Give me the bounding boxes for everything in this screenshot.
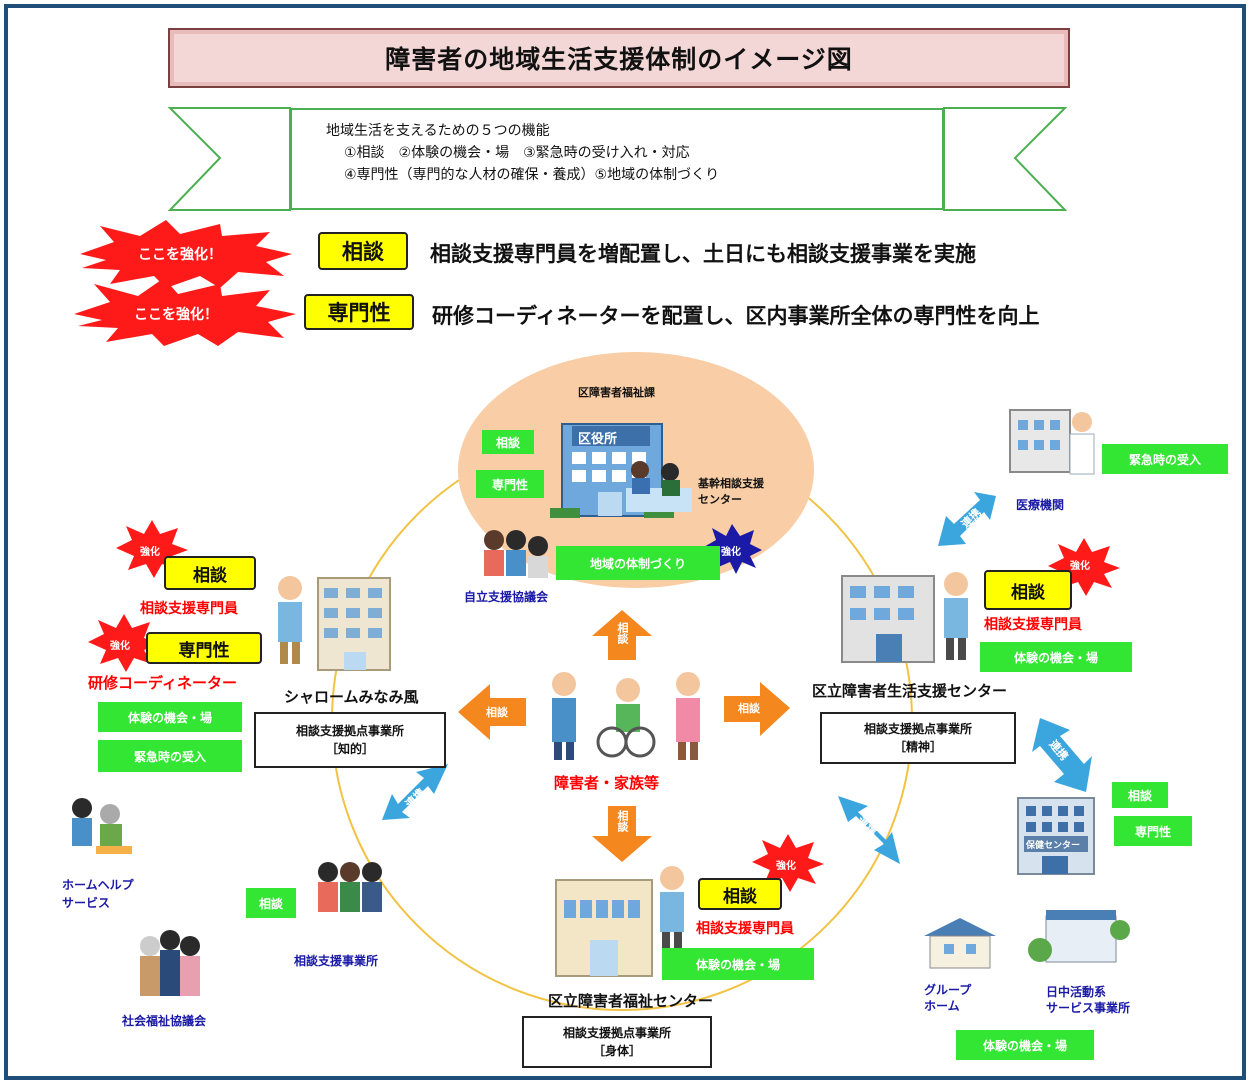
left-experience-button: 体験の機会・場 <box>98 702 242 732</box>
hospital-label: 医療機関 <box>1016 498 1065 512</box>
bottom-base-title: 相談支援拠点事業所 <box>562 1026 671 1040</box>
arrow-down-label: 相談 <box>616 810 629 832</box>
right-tag-consult: 相談 <box>984 570 1072 610</box>
reinforce-burst-1-label: ここを強化！ <box>138 247 222 263</box>
bottom-base-box: 相談支援拠点事業所 ［身体］ <box>522 1016 712 1068</box>
home-help-label: ホームヘルプ サービス <box>62 876 134 912</box>
bottom-experience-button: 体験の機会・場 <box>662 948 814 980</box>
consult-office-button: 相談 <box>246 888 296 918</box>
home-help-line-2: サービス <box>62 896 111 910</box>
base-center-label: 基幹相談支援センター <box>698 477 764 506</box>
health-center-building <box>1017 797 1095 875</box>
right-facility-building <box>841 572 968 663</box>
bottom-badge: 強化 <box>776 861 796 872</box>
arrow-up-label: 相談 <box>616 622 629 644</box>
council-people <box>484 530 548 578</box>
left-tag-expert: 専門性 <box>146 632 262 664</box>
right-experience-button-2: 体験の機会・場 <box>956 1030 1094 1060</box>
welfare-council-people <box>140 930 200 996</box>
reinforce-text-2: 研修コーディネーターを配置し、区内事業所全体の専門性を向上 <box>432 304 1040 328</box>
day-service-line-2: サービス事業所 <box>1046 1001 1131 1015</box>
left-badge-1: 強化 <box>140 547 160 558</box>
left-base-type: ［知的］ <box>325 742 374 756</box>
functions-line-2: ④専門性（専門的な人材の確保・養成）⑤地域の体制づくり <box>344 167 720 183</box>
base-center-people <box>626 461 692 512</box>
day-service-line-1: 日中活動系 <box>1046 985 1107 999</box>
hospital-emergency-button: 緊急時の受入 <box>1102 444 1228 474</box>
left-emergency-button: 緊急時の受入 <box>98 740 242 772</box>
right-experience-button: 体験の機会・場 <box>980 642 1132 672</box>
home-help-line-1: ホームヘルプ <box>62 878 134 892</box>
office-sign: 区役所 <box>578 432 618 447</box>
center-consult-button: 相談 <box>482 430 534 454</box>
right-base-type: ［精神］ <box>893 740 942 754</box>
day-service-label: 日中活動系 サービス事業所 <box>1046 984 1130 1016</box>
arrow-left-label: 相談 <box>486 706 508 719</box>
hospital-building <box>1009 409 1095 475</box>
right-base-title: 相談支援拠点事業所 <box>863 722 972 736</box>
group-home-building <box>924 918 996 969</box>
left-facility-building <box>278 576 391 671</box>
persons-illustration <box>552 672 700 760</box>
right-facility-name: 区立障害者生活支援センター <box>812 682 1008 700</box>
health-consult-button: 相談 <box>1112 782 1168 808</box>
page-title: 障害者の地域生活支援体制のイメージ図 <box>168 28 1070 88</box>
right-staff-consult: 相談支援専門員 <box>984 617 1082 633</box>
self-support-council-label: 自立支援協議会 <box>464 590 549 604</box>
left-tag-consult: 相談 <box>164 556 256 590</box>
bottom-facility-name: 区立障害者福祉センター <box>548 992 714 1010</box>
right-badge: 強化 <box>1070 561 1090 572</box>
bottom-staff-consult: 相談支援専門員 <box>696 921 794 937</box>
tag-consult: 相談 <box>318 232 408 270</box>
day-service-building <box>1028 910 1130 963</box>
left-badge-2: 強化 <box>110 641 130 652</box>
home-help-people <box>72 798 132 854</box>
center-expert-button: 専門性 <box>476 470 544 498</box>
group-home-line-2: ホーム <box>924 999 960 1013</box>
community-button: 地域の体制づくり <box>556 546 720 580</box>
right-base-box: 相談支援拠点事業所 ［精神］ <box>820 712 1016 764</box>
persons-label: 障害者・家族等 <box>554 774 660 792</box>
functions-line-1: ①相談 ②体験の機会・場 ③緊急時の受け入れ・対応 <box>344 145 690 161</box>
reinforce-text-1: 相談支援専門員を増配置し、土日にも相談支援事業を実施 <box>430 242 976 266</box>
left-facility-name: シャロームみなみ風 <box>284 688 419 706</box>
welfare-council-label: 社会福祉協議会 <box>122 1014 207 1028</box>
dept-label: 区障害者福祉課 <box>578 386 655 399</box>
group-home-label: グループ ホーム <box>924 982 971 1014</box>
outer-frame <box>4 4 1246 1080</box>
tag-expertise: 専門性 <box>304 294 414 330</box>
arrow-right-label: 相談 <box>738 702 760 715</box>
reinforce-burst-2-label: ここを強化！ <box>134 307 218 323</box>
consult-office-label: 相談支援事業所 <box>294 954 379 968</box>
reinforce-bursts <box>74 220 296 346</box>
left-staff-consult: 相談支援専門員 <box>140 601 238 617</box>
group-home-line-1: グループ <box>924 983 972 997</box>
left-staff-expert: 研修コーディネーター <box>88 674 237 692</box>
center-reinforce-badge: 強化 <box>721 547 741 558</box>
left-base-title: 相談支援拠点事業所 <box>295 724 404 738</box>
left-base-box: 相談支援拠点事業所 ［知的］ <box>254 712 446 768</box>
health-center-sign: 保健センター <box>1026 841 1081 851</box>
consult-office-people <box>318 862 382 912</box>
bottom-tag-consult: 相談 <box>698 878 782 910</box>
bottom-facility-building <box>555 866 684 977</box>
bottom-base-type: ［身体］ <box>592 1044 641 1058</box>
five-functions-box: 地域生活を支えるための５つの機能 ①相談 ②体験の機会・場 ③緊急時の受け入れ・… <box>290 108 944 210</box>
functions-heading: 地域生活を支えるための５つの機能 <box>326 123 550 139</box>
health-expert-button: 専門性 <box>1114 816 1192 846</box>
